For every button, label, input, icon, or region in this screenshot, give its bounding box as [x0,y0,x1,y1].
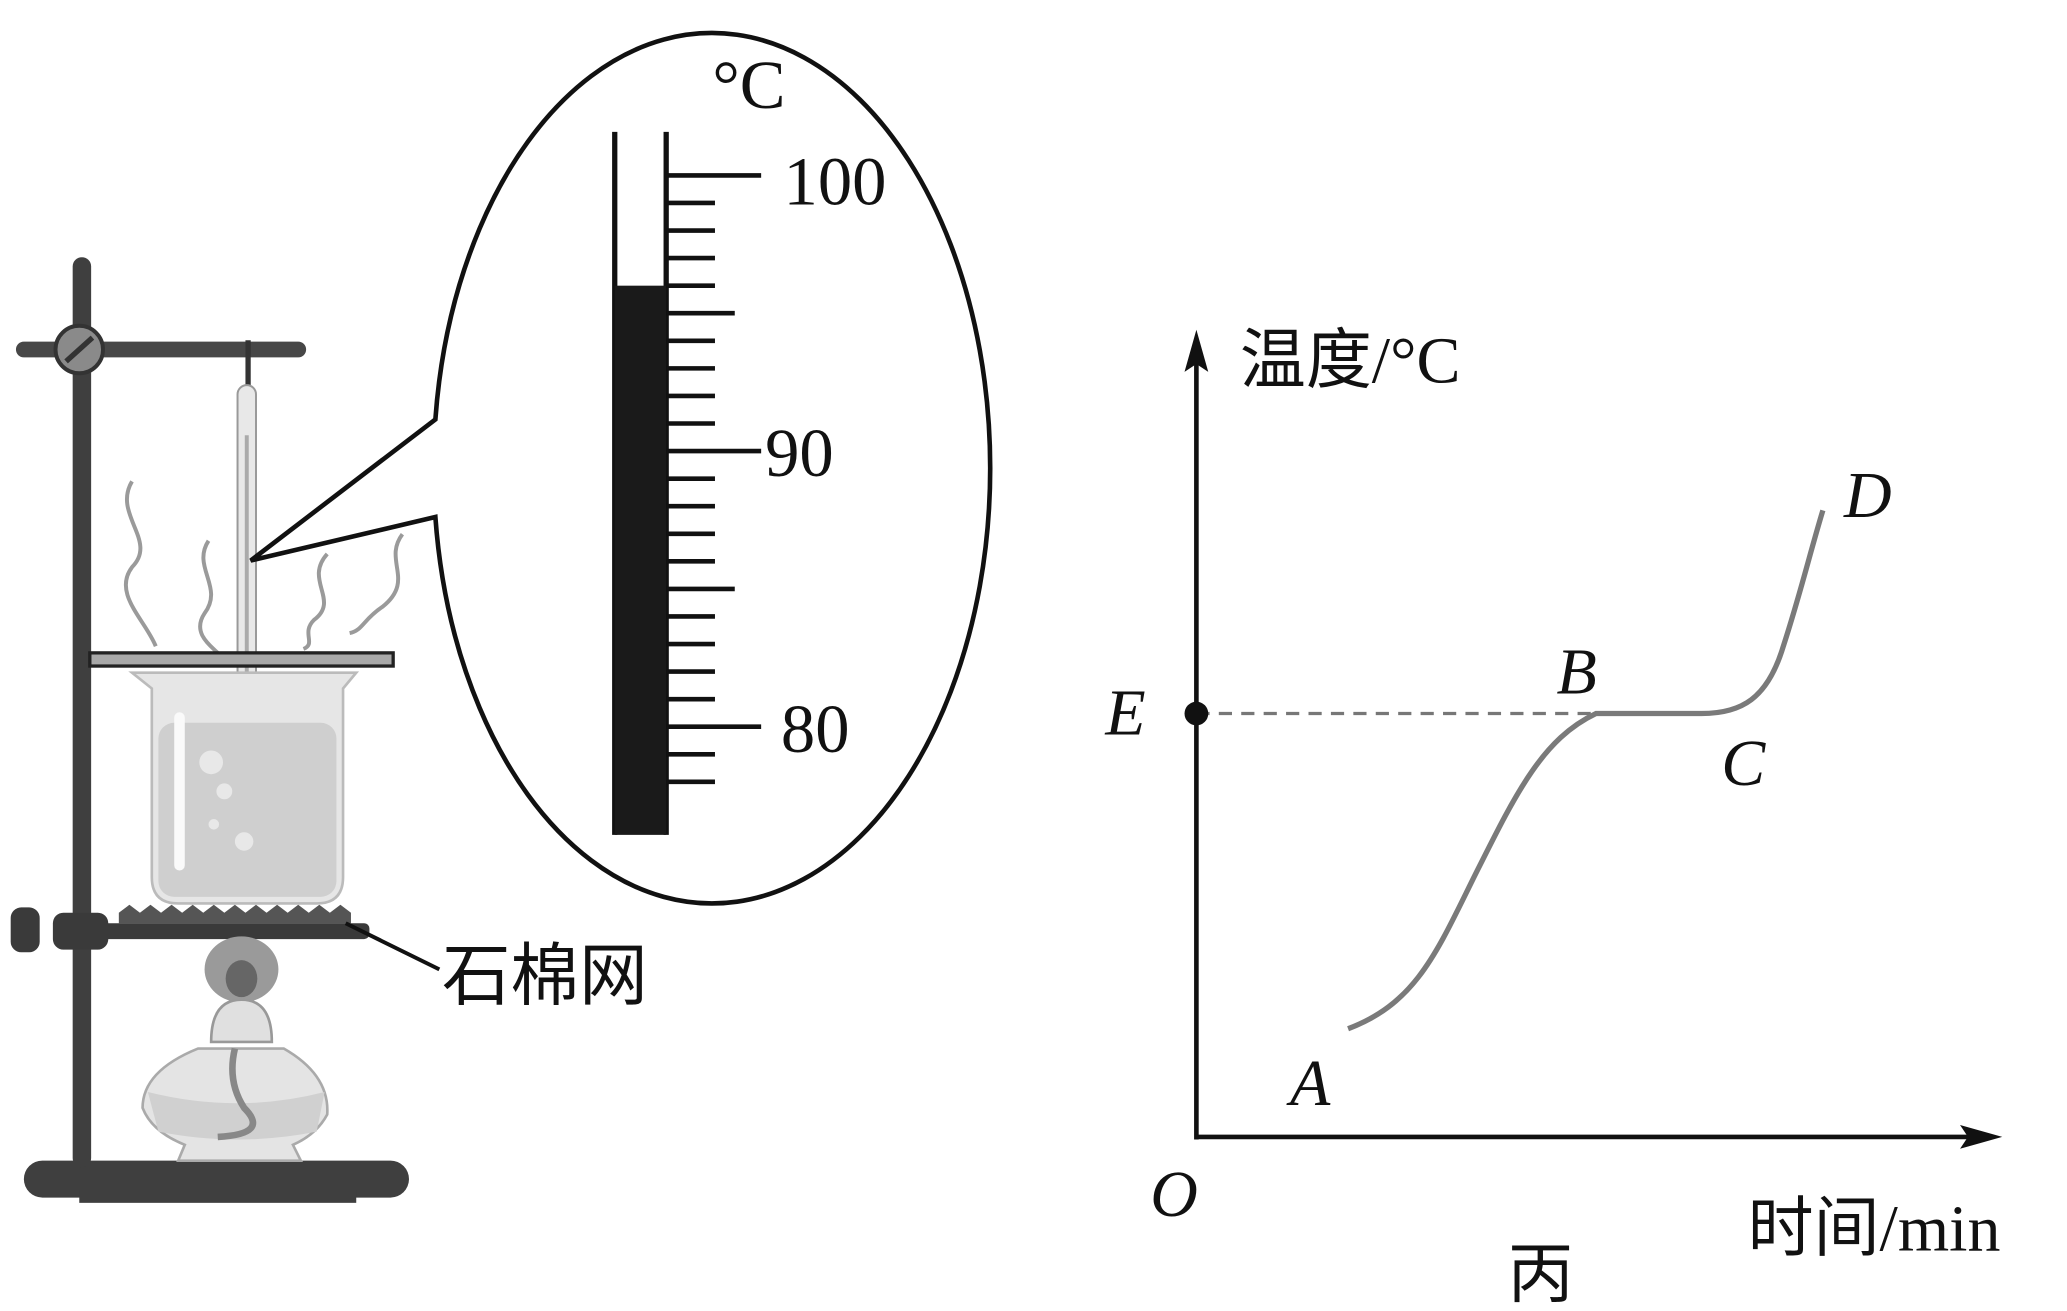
origin-label: O [1150,1158,1198,1231]
gauze-pointer-line [344,921,441,972]
temperature-time-graph: 温度/°C 时间/min O A B C D E 丙 [1104,324,2003,1311]
ring-support [99,923,370,940]
tick-label-100: 100 [784,143,887,219]
ring-clamp-knob [10,907,40,953]
point-d-label: D [1843,459,1892,532]
alcohol-lamp-cap [209,998,274,1044]
scale-ticks [666,173,762,785]
cardboard-lid [88,651,395,668]
stand-rod [72,257,92,1168]
stand-base-foot [79,1189,357,1203]
heating-apparatus: 石棉网 [10,257,648,1203]
x-axis-label: 时间/min [1748,1192,2001,1265]
y-axis-arrow [1184,329,1209,372]
ring-clamp [52,912,109,950]
point-b-label: B [1556,636,1596,709]
tick-label-80: 80 [781,691,850,767]
point-e-label: E [1104,677,1145,750]
asbestos-gauze [118,904,351,924]
figure-caption: 丙 [1508,1238,1574,1311]
steam [124,480,405,655]
unit-label: °C [712,47,785,123]
tick-label-90: 90 [765,415,834,491]
point-a-label: A [1286,1047,1331,1120]
y-axis-label: 温度/°C [1240,324,1461,397]
mercury-column [614,285,667,835]
gauze-label: 石棉网 [442,939,648,1015]
point-e-dot [1184,701,1209,726]
temperature-curve [1347,509,1826,1032]
wick [217,1047,257,1141]
stand-base [23,1160,409,1198]
thermometer-callout: °C 100 90 80 [249,30,993,906]
point-c-label: C [1721,727,1766,800]
x-axis-arrow [1960,1125,2003,1149]
water [158,722,337,897]
